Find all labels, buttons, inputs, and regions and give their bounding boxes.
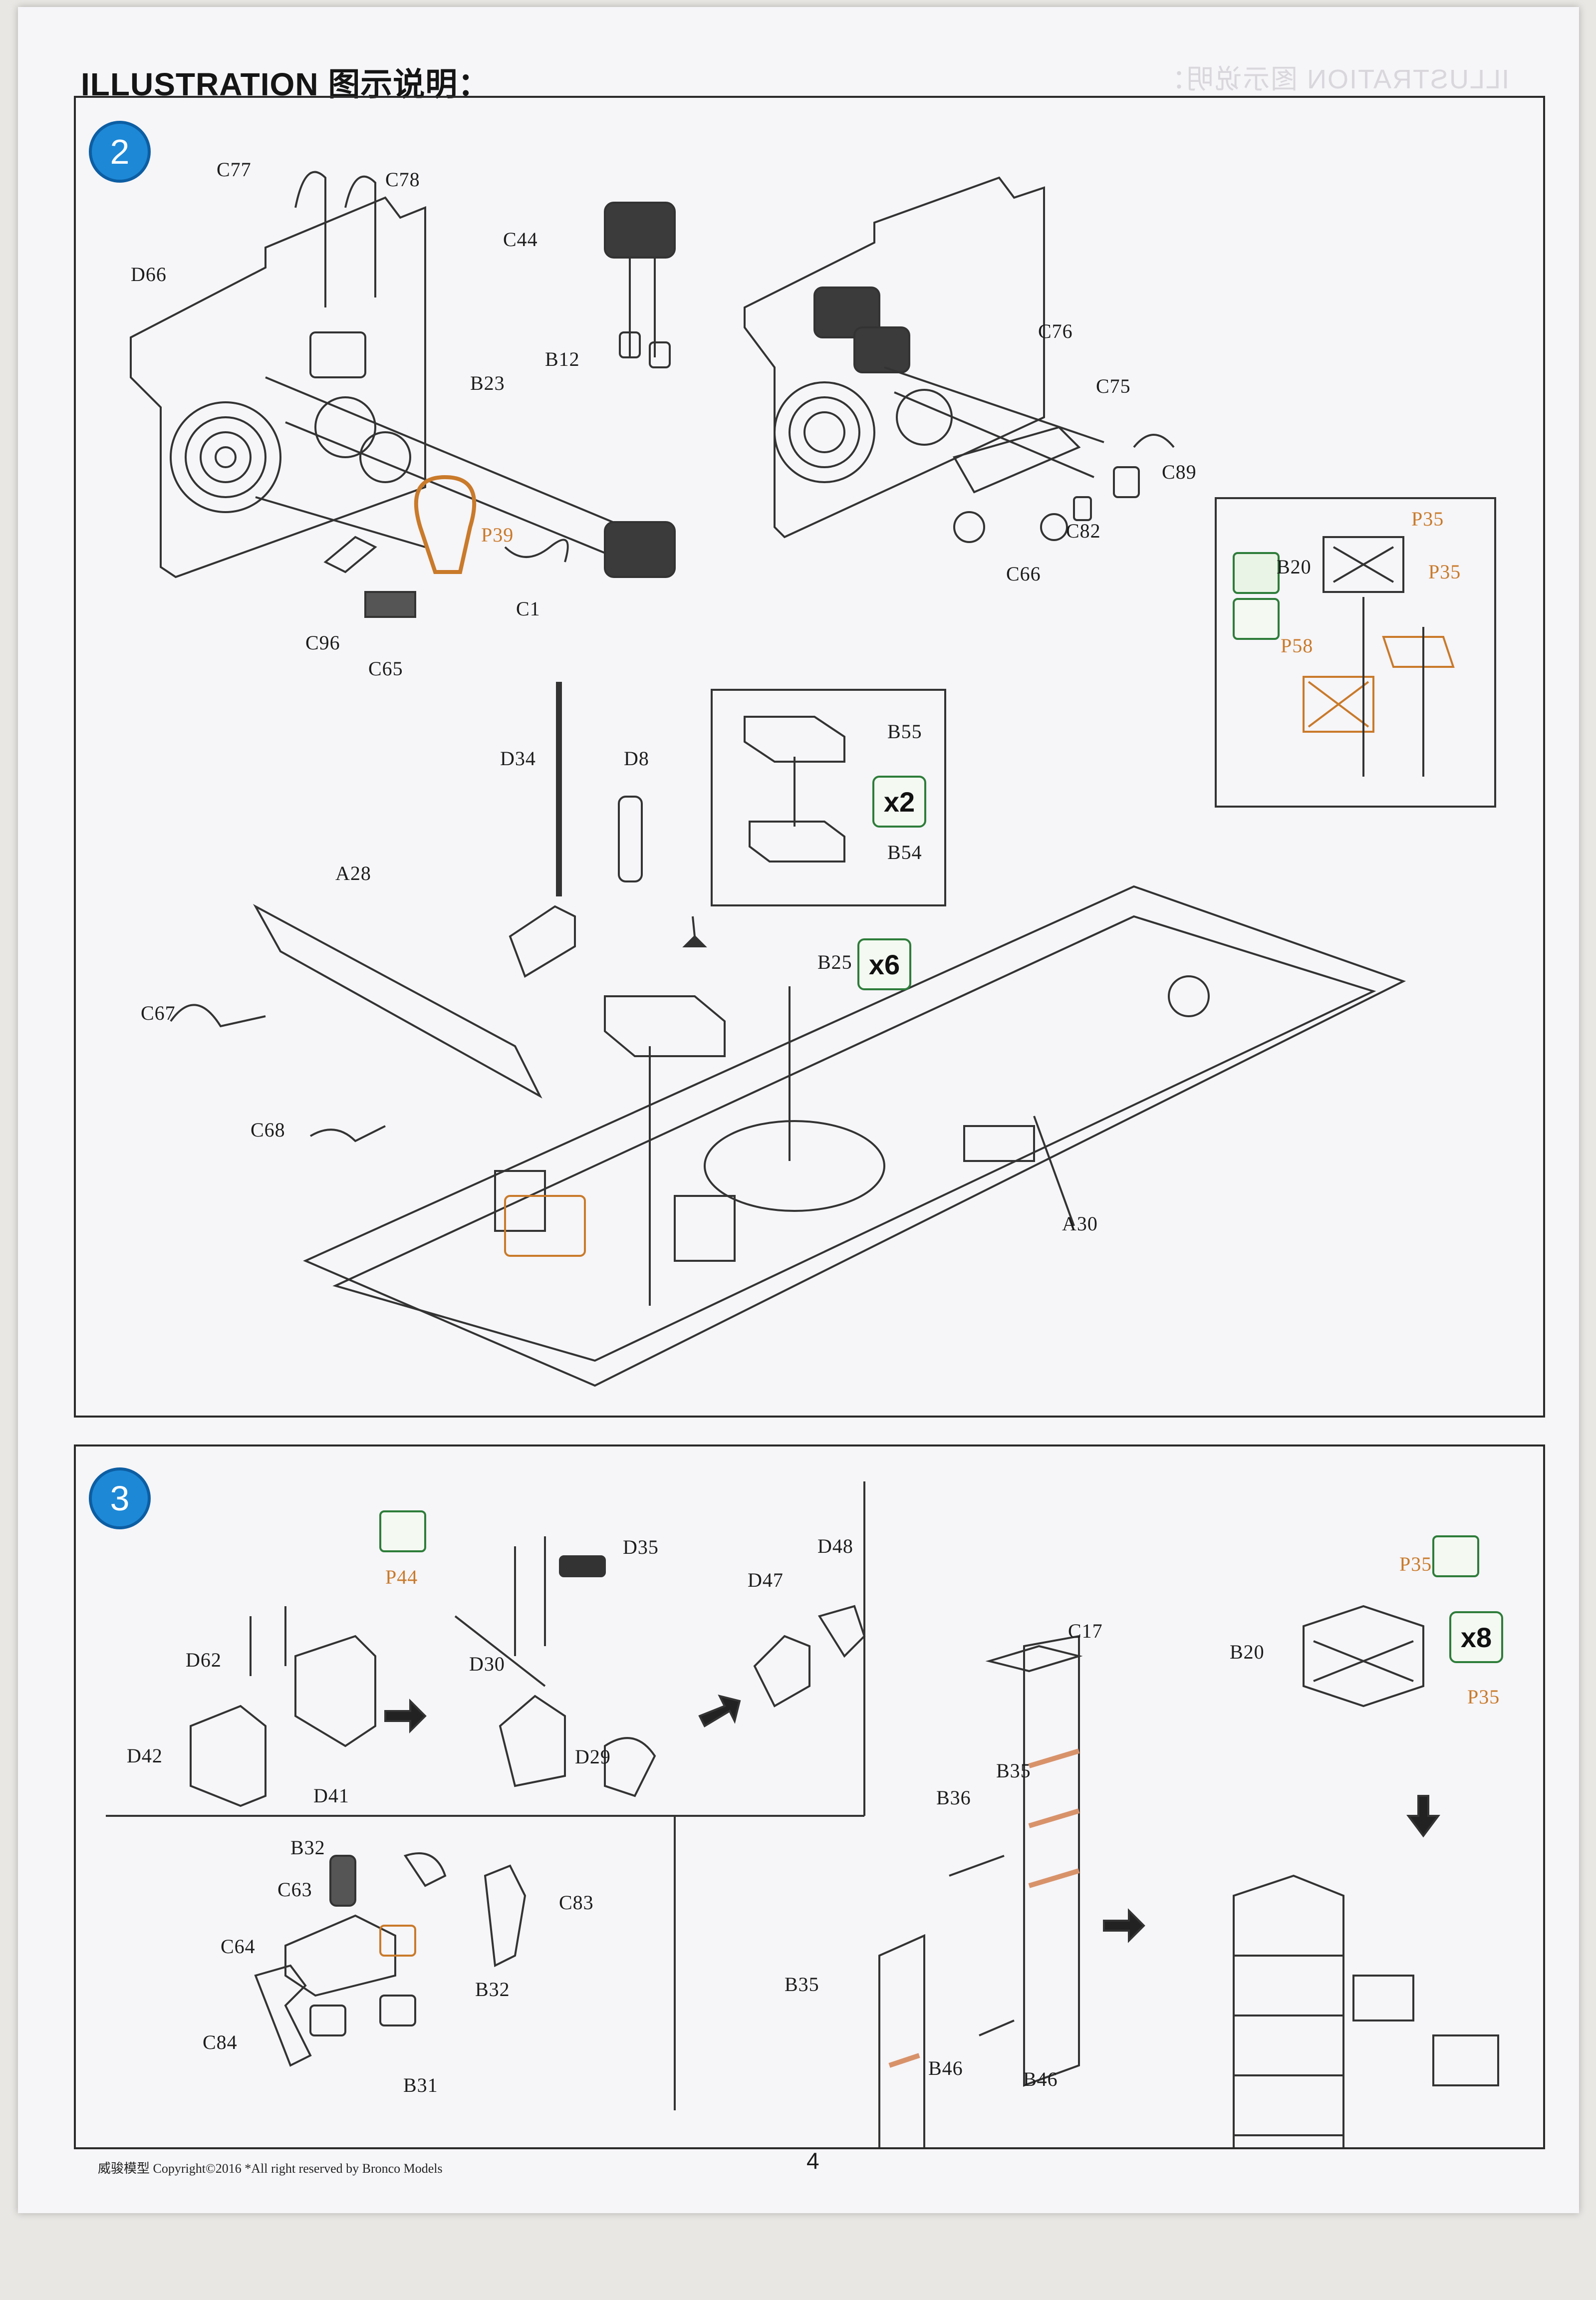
quantity-badge-x2: x2: [872, 776, 926, 828]
part-label-b32-bottom: B32: [475, 1978, 510, 2001]
part-label-b46-left: B46: [928, 2057, 963, 2079]
part-label-c96: C96: [305, 631, 340, 654]
part-label-b36: B36: [936, 1786, 971, 1809]
part-label-p35-top: P35: [1399, 1553, 1432, 1575]
part-label-b32-top: B32: [290, 1836, 325, 1859]
part-label-b46-right: B46: [1023, 2068, 1058, 2090]
page-number: 4: [806, 2148, 819, 2174]
part-label-d35: D35: [623, 1536, 659, 1558]
part-label-b23: B23: [470, 372, 505, 394]
part-label-c67: C67: [141, 1002, 176, 1024]
part-label-p58: P58: [1281, 634, 1314, 657]
part-label-d34: D34: [500, 747, 536, 770]
part-label-b20: B20: [1277, 556, 1312, 578]
rights-text: *All right reserved by Bronco Models: [245, 2161, 443, 2176]
part-label-c77: C77: [217, 158, 252, 181]
part-label-d66: D66: [131, 263, 167, 286]
part-label-b54: B54: [887, 841, 922, 863]
step-3-panel: 3: [74, 1444, 1545, 2149]
part-label-c66: C66: [1006, 563, 1041, 585]
part-label-d41: D41: [313, 1784, 349, 1807]
part-label-c76: C76: [1038, 320, 1073, 342]
part-label-d29: D29: [575, 1745, 611, 1768]
part-label-d42: D42: [127, 1744, 163, 1767]
step-2-panel: 2: [74, 96, 1545, 1418]
part-label-c89: C89: [1162, 461, 1197, 483]
part-label-p35-side: P35: [1467, 1686, 1500, 1708]
part-label-p35-top: P35: [1411, 508, 1444, 530]
part-label-c84: C84: [203, 2031, 238, 2053]
part-label-c65: C65: [368, 657, 403, 680]
part-label-b55: B55: [887, 720, 922, 743]
part-label-p39: P39: [481, 524, 514, 546]
quantity-badge-x8: x8: [1449, 1611, 1503, 1663]
part-label-b20: B20: [1230, 1641, 1265, 1663]
quantity-badge-x6: x6: [857, 938, 911, 990]
brand-name: 威骏模型: [98, 2161, 150, 2176]
copyright-text: Copyright©2016: [153, 2161, 242, 2176]
part-label-b35-right: B35: [996, 1759, 1031, 1782]
show-through-text: ILLUSTRATION 图示说明：: [1157, 64, 1509, 94]
part-label-c1: C1: [516, 597, 540, 620]
part-label-b35-left: B35: [785, 1973, 819, 1996]
step-2-number: 2: [89, 121, 151, 183]
part-label-c63: C63: [277, 1878, 312, 1901]
part-label-c75: C75: [1096, 375, 1131, 397]
part-label-d48: D48: [817, 1535, 853, 1557]
part-label-c83: C83: [559, 1891, 594, 1914]
step-3-drawing: [106, 1481, 1499, 2147]
footer: 威骏模型 Copyright©2016 *All right reserved …: [98, 2158, 443, 2177]
part-label-p44: P44: [385, 1566, 418, 1588]
part-label-c64: C64: [221, 1935, 256, 1958]
part-label-b25: B25: [817, 951, 852, 973]
part-label-b31: B31: [403, 2074, 438, 2096]
part-label-c44: C44: [503, 228, 538, 251]
part-label-c68: C68: [251, 1119, 285, 1141]
part-label-b12: B12: [545, 348, 580, 370]
part-label-d62: D62: [186, 1649, 222, 1671]
part-label-d30: D30: [469, 1653, 505, 1675]
part-label-p35-side: P35: [1428, 561, 1461, 583]
step-3-number: 3: [89, 1467, 151, 1529]
part-label-d8: D8: [624, 747, 649, 770]
part-label-d47: D47: [748, 1569, 784, 1591]
part-label-c78: C78: [385, 168, 420, 191]
part-label-c17: C17: [1068, 1620, 1103, 1642]
part-label-c82: C82: [1066, 520, 1101, 542]
instruction-page: ILLUSTRATION 图示说明： ILLUSTRATION 图示说明： 2: [18, 7, 1579, 2213]
part-label-a28: A28: [335, 862, 371, 884]
part-label-a30: A30: [1062, 1212, 1098, 1235]
step-2-drawing: [130, 171, 1496, 1387]
